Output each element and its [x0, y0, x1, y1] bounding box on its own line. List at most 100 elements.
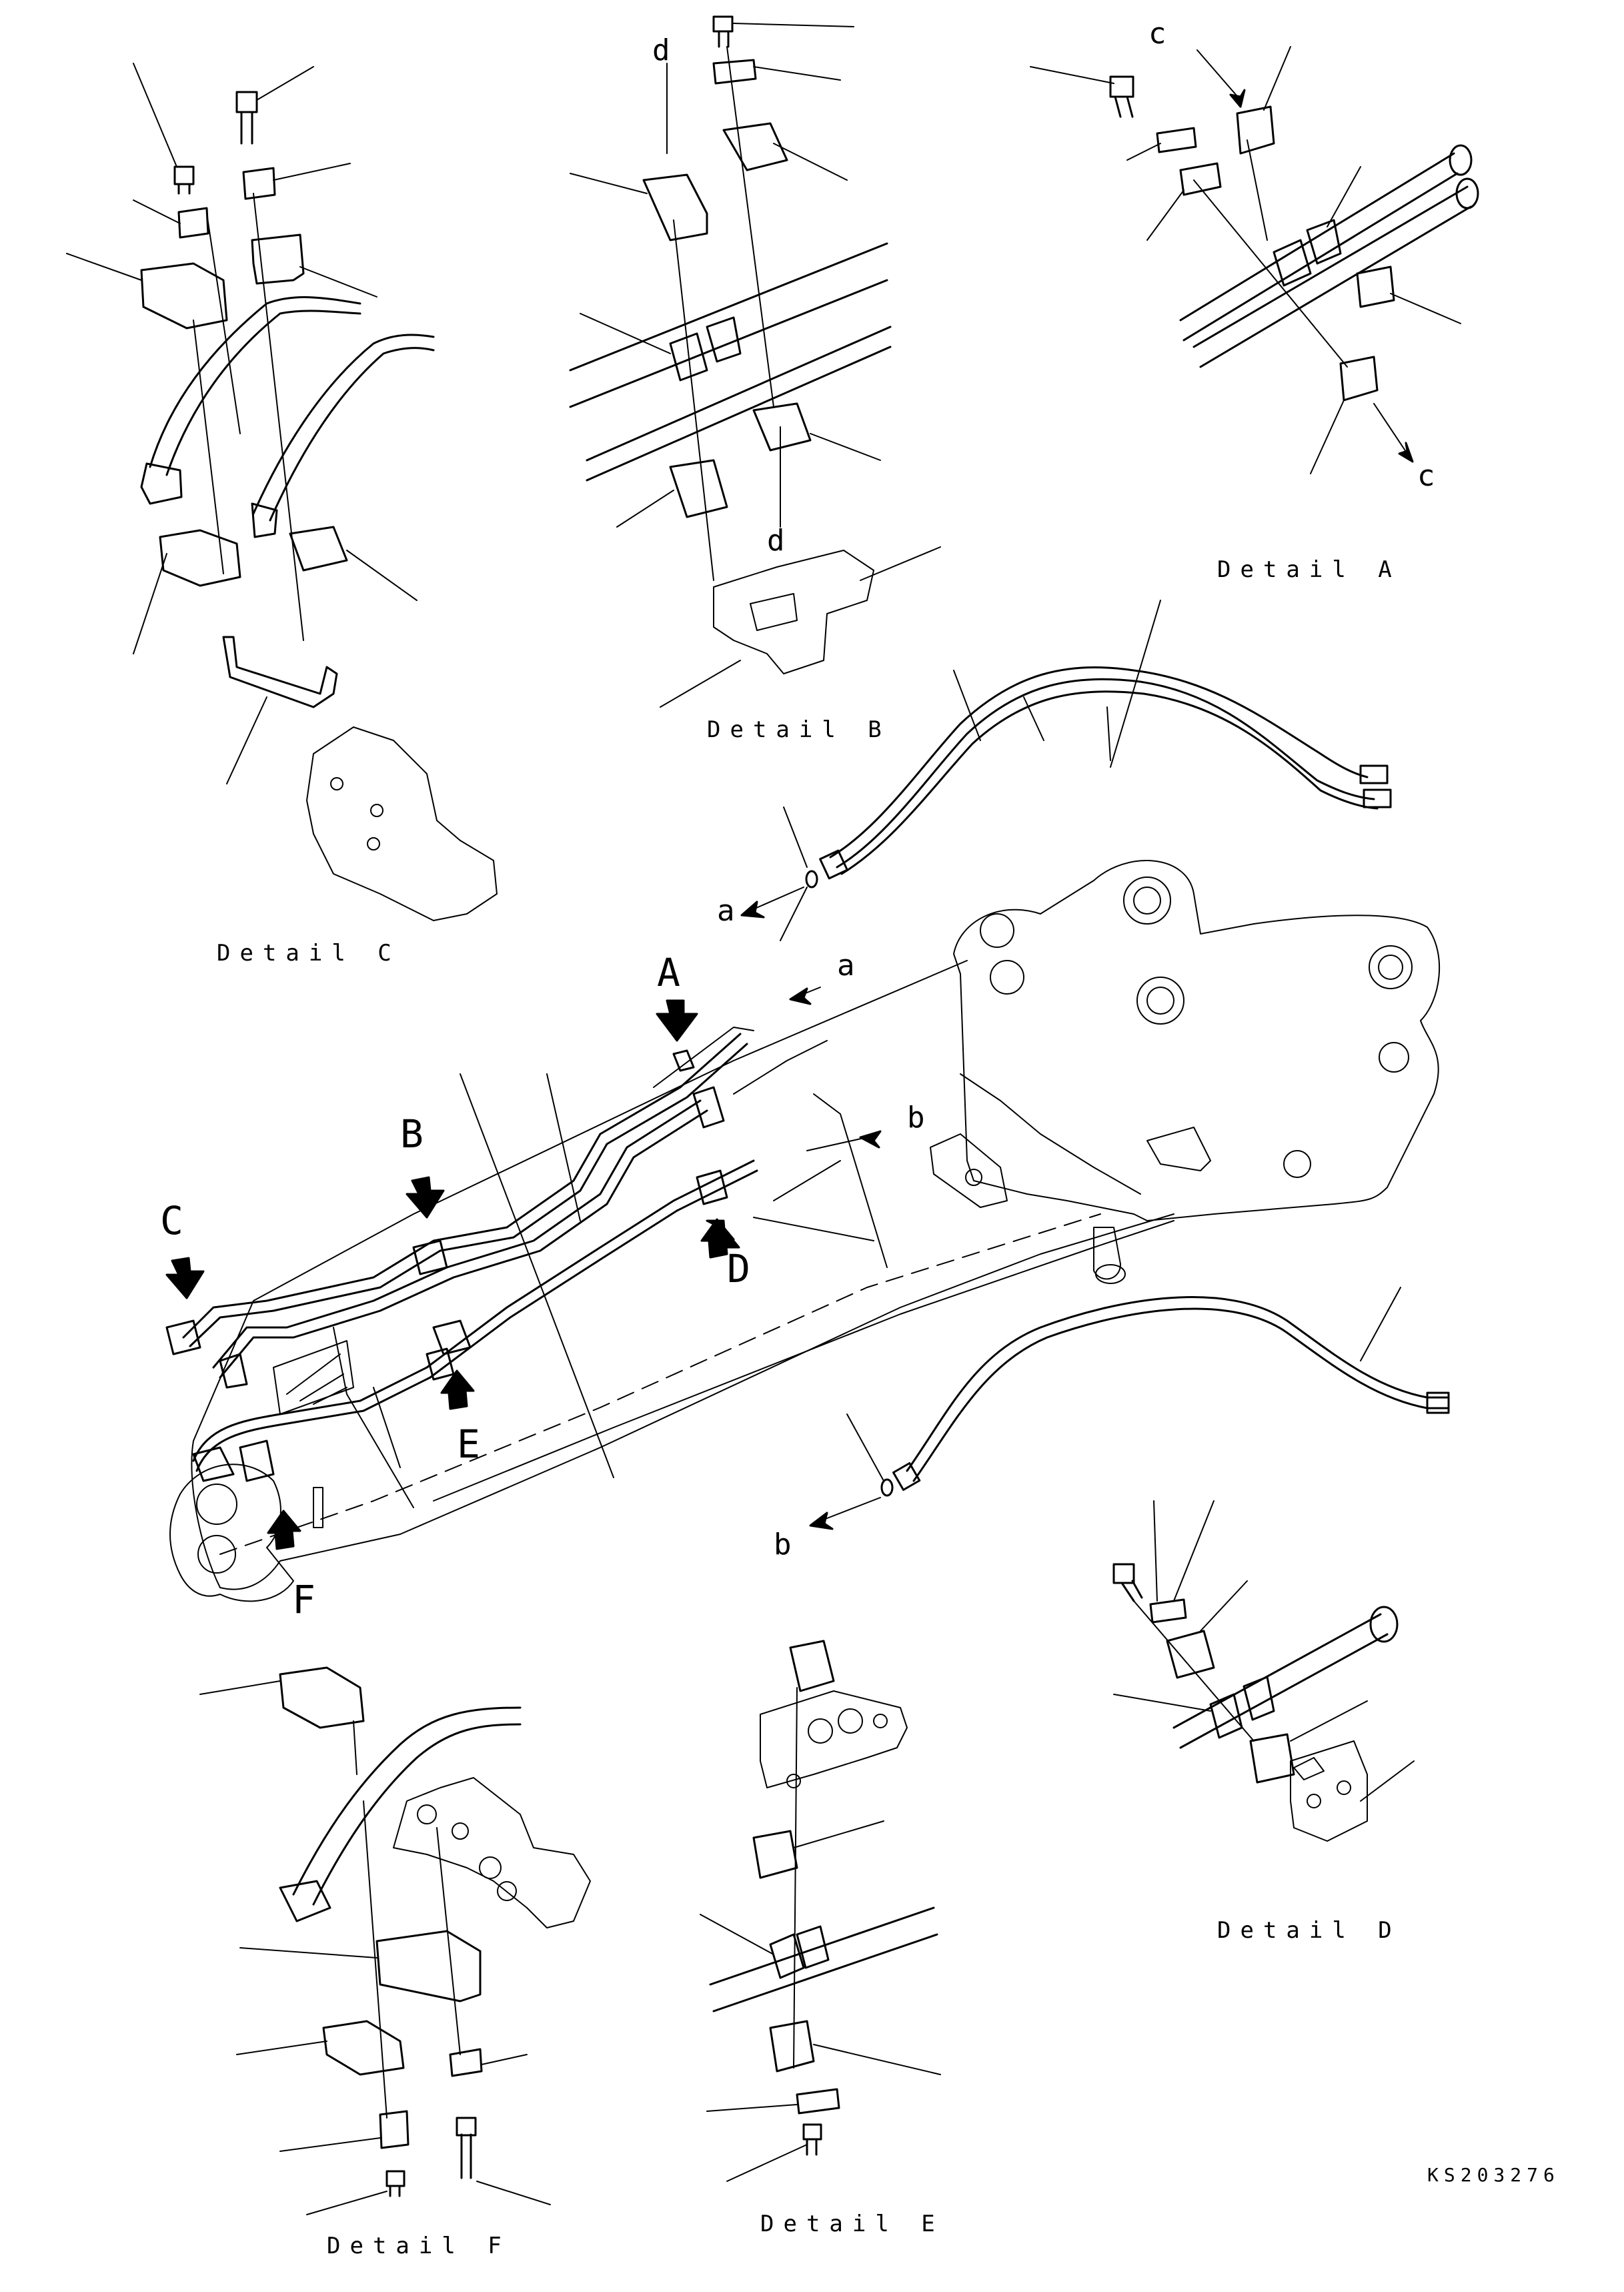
detail-d-group	[1112, 1500, 1415, 1842]
fitting-icon	[251, 502, 278, 538]
collar-icon	[1273, 239, 1312, 287]
collar-icon	[669, 332, 708, 382]
clamp-icon	[642, 173, 708, 241]
detail-c-label: Detail C	[217, 940, 401, 967]
clamp-icon	[1339, 356, 1379, 402]
clamp-icon	[1166, 1630, 1215, 1679]
fitting-icon	[239, 1440, 275, 1482]
callout-d: D	[727, 1246, 750, 1291]
collar-icon	[706, 316, 742, 363]
clamp-icon	[412, 1239, 448, 1275]
bolt-icon	[1109, 75, 1134, 118]
callout-a: A	[657, 950, 680, 995]
fitting-icon	[219, 1353, 248, 1389]
clamp-icon	[1179, 162, 1222, 196]
arrow-f-icon	[267, 1510, 301, 1550]
boom-foot-icon	[169, 1464, 294, 1602]
hose-icon	[836, 678, 1375, 869]
clamp-icon	[1249, 1733, 1295, 1784]
pipe-icon	[165, 310, 361, 476]
bolt-icon	[802, 2123, 822, 2156]
collar-icon	[1243, 1676, 1275, 1721]
drawing-code: KS203276	[1427, 2164, 1560, 2186]
detail-b-label: Detail B	[707, 716, 891, 743]
plate-icon	[449, 2048, 483, 2077]
clamp-icon	[752, 402, 812, 452]
collar-icon	[769, 1933, 805, 1979]
hose-icon	[189, 1043, 748, 1347]
boom-group	[169, 860, 1441, 1602]
callout-arrows	[165, 999, 740, 1550]
clamp-icon	[279, 1666, 365, 1729]
bolt-icon	[712, 15, 734, 48]
fitting-icon	[279, 1880, 331, 1922]
clamp-icon	[1236, 105, 1275, 155]
detail-d-label: Detail D	[1217, 1917, 1401, 1944]
clamp-icon	[672, 1049, 695, 1072]
connection-b-boom: b	[907, 1101, 925, 1135]
block-icon	[760, 1690, 908, 1788]
plate-icon	[1156, 127, 1197, 153]
hose-icon	[182, 1033, 742, 1339]
arrow-e-icon	[440, 1369, 475, 1410]
clamp-icon	[692, 1086, 725, 1129]
fitting-icon	[192, 1446, 235, 1482]
hose-icon	[219, 1109, 708, 1379]
plate-icon	[177, 207, 209, 239]
clamp-icon	[722, 122, 788, 171]
connection-d-top: d	[652, 33, 670, 67]
hose-icon	[829, 666, 1369, 858]
detail-f-group	[199, 1666, 591, 2215]
fitting-icon	[165, 1319, 201, 1355]
arrow-a-icon	[656, 999, 698, 1042]
pipe-icon	[312, 1723, 522, 1906]
arrow-b-icon	[405, 1176, 445, 1219]
hose-icon	[840, 690, 1379, 875]
bracket-icon	[375, 1930, 482, 2002]
fitting-icon	[140, 462, 183, 505]
clamp-icon	[159, 529, 241, 587]
collar-icon	[796, 1925, 830, 1969]
clamp-icon	[251, 233, 305, 285]
clamp-icon	[789, 1640, 835, 1692]
pipe-icon	[149, 296, 361, 468]
plate-icon	[379, 2110, 410, 2149]
detail-f-label: Detail F	[327, 2233, 511, 2259]
clamp-icon	[669, 459, 728, 518]
bolt-icon	[235, 91, 258, 145]
connection-a-boom: a	[837, 949, 855, 983]
hose-icon	[212, 1099, 702, 1369]
detail-a-group	[1030, 46, 1479, 474]
connection-a-left: a	[717, 894, 735, 928]
boom-hoses-group	[165, 987, 882, 1482]
clamp-icon	[289, 526, 348, 572]
pipe-icon	[292, 1706, 522, 1896]
pipe-icon	[269, 347, 435, 522]
block-icon	[713, 550, 874, 674]
clamp-icon	[769, 2020, 815, 2073]
clamp-icon	[432, 1319, 472, 1355]
bolt-icon	[385, 2170, 405, 2197]
plate-icon	[242, 167, 276, 200]
connection-b-bottom: b	[774, 1528, 792, 1562]
detail-c-group	[66, 63, 498, 921]
connection-c-top: c	[1148, 17, 1166, 51]
callout-b: B	[400, 1111, 424, 1157]
plate-icon	[712, 59, 757, 85]
plate-icon	[1149, 1598, 1187, 1624]
callout-c: C	[160, 1198, 183, 1243]
detail-b-group	[569, 15, 941, 708]
block-icon	[1290, 1740, 1368, 1842]
connection-d-bottom: d	[767, 524, 785, 558]
bolt-icon	[173, 165, 195, 195]
bolt-icon	[456, 2117, 477, 2179]
clamp-icon	[140, 262, 228, 330]
clamp-icon	[752, 1830, 798, 1879]
boom-top-bosses-icon	[953, 860, 1441, 1221]
detail-e-label: Detail E	[760, 2211, 944, 2237]
boom-body-icon	[191, 960, 1174, 1590]
arrow-d-icon	[700, 1218, 735, 1259]
callout-e: E	[457, 1421, 480, 1467]
block-icon	[393, 1777, 591, 1928]
